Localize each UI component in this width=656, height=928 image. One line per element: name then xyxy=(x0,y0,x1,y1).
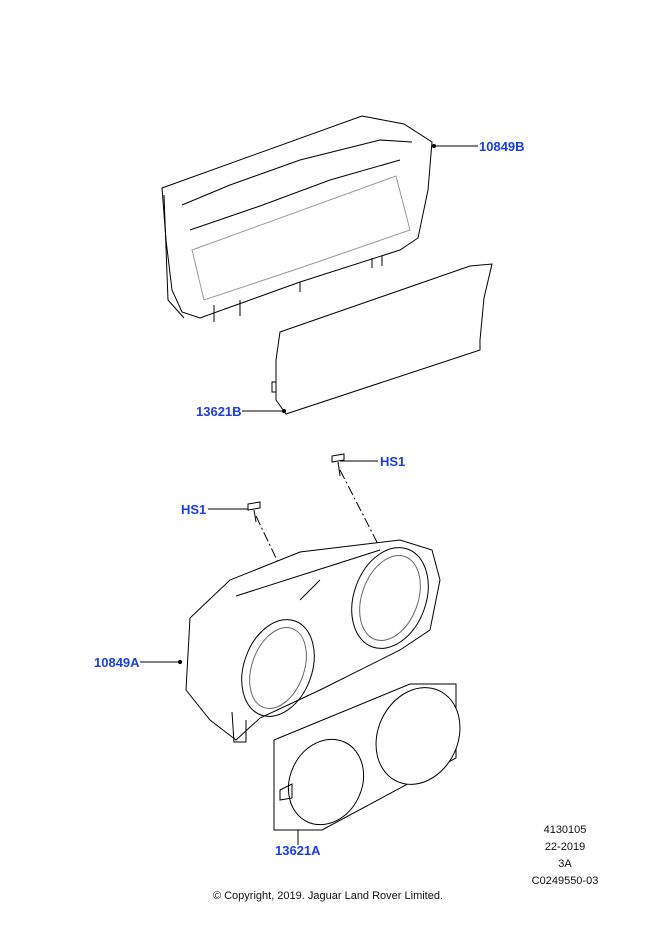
callout-13621A[interactable]: 13621A xyxy=(275,843,321,858)
callout-hs1-left[interactable]: HS1 xyxy=(181,502,207,517)
reference-date: 22-2019 xyxy=(544,841,586,853)
lens-13621A xyxy=(273,683,461,831)
screw-hs1-top xyxy=(331,453,345,477)
reference-code: C0249550-03 xyxy=(531,875,599,887)
callout-13621B[interactable]: 13621B xyxy=(196,404,242,419)
callout-10849B[interactable]: 10849B xyxy=(479,139,525,154)
instrument-cluster-10849B xyxy=(161,115,433,322)
reference-revision: 3A xyxy=(558,858,572,870)
copyright-notice: © Copyright, 2019. Jaguar Land Rover Lim… xyxy=(212,890,444,902)
callout-hs1-top[interactable]: HS1 xyxy=(380,454,406,469)
illustration-reference: 4130105 22-2019 3A C0249550-03 xyxy=(520,822,610,890)
instrument-cluster-10849A xyxy=(185,539,441,743)
screw-hs1-left xyxy=(247,501,261,523)
callout-10849A[interactable]: 10849A xyxy=(94,655,140,670)
lens-13621B xyxy=(271,263,493,415)
reference-number: 4130105 xyxy=(543,824,587,836)
